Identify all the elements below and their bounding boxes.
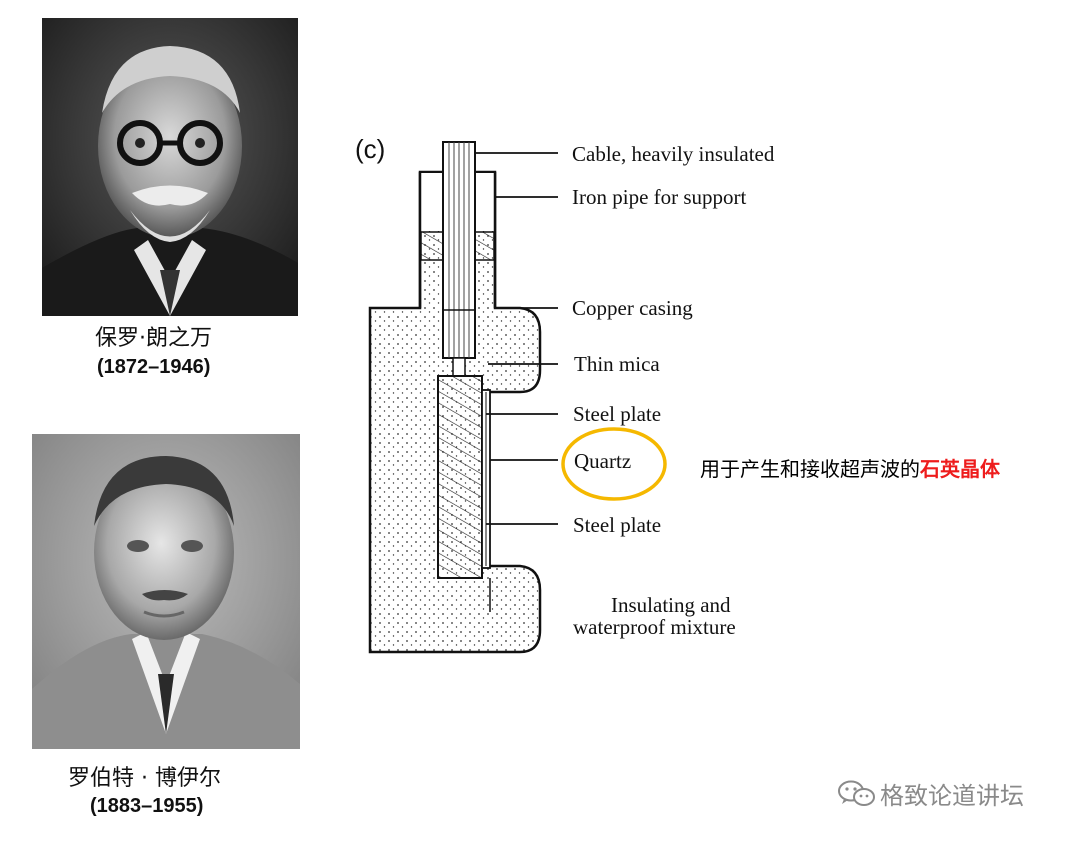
annotation-prefix: 用于产生和接收超声波的	[700, 457, 920, 481]
quartz-block	[438, 376, 482, 578]
wechat-icon	[836, 779, 876, 809]
watermark-text: 格致论道讲坛	[880, 782, 1024, 810]
label-steel-plate-top: Steel plate	[573, 402, 661, 427]
label-iron-pipe: Iron pipe for support	[572, 185, 746, 210]
label-insulating-line2: waterproof mixture	[573, 615, 736, 640]
watermark: 格致论道讲坛	[836, 776, 1024, 811]
label-steel-plate-bottom: Steel plate	[573, 513, 661, 538]
label-cable: Cable, heavily insulated	[572, 142, 774, 167]
quartz-annotation: 用于产生和接收超声波的石英晶体	[700, 453, 1000, 482]
label-copper-casing: Copper casing	[572, 296, 693, 321]
annotation-highlight: 石英晶体	[920, 457, 1000, 481]
label-quartz: Quartz	[574, 449, 631, 474]
label-thin-mica: Thin mica	[574, 352, 660, 377]
